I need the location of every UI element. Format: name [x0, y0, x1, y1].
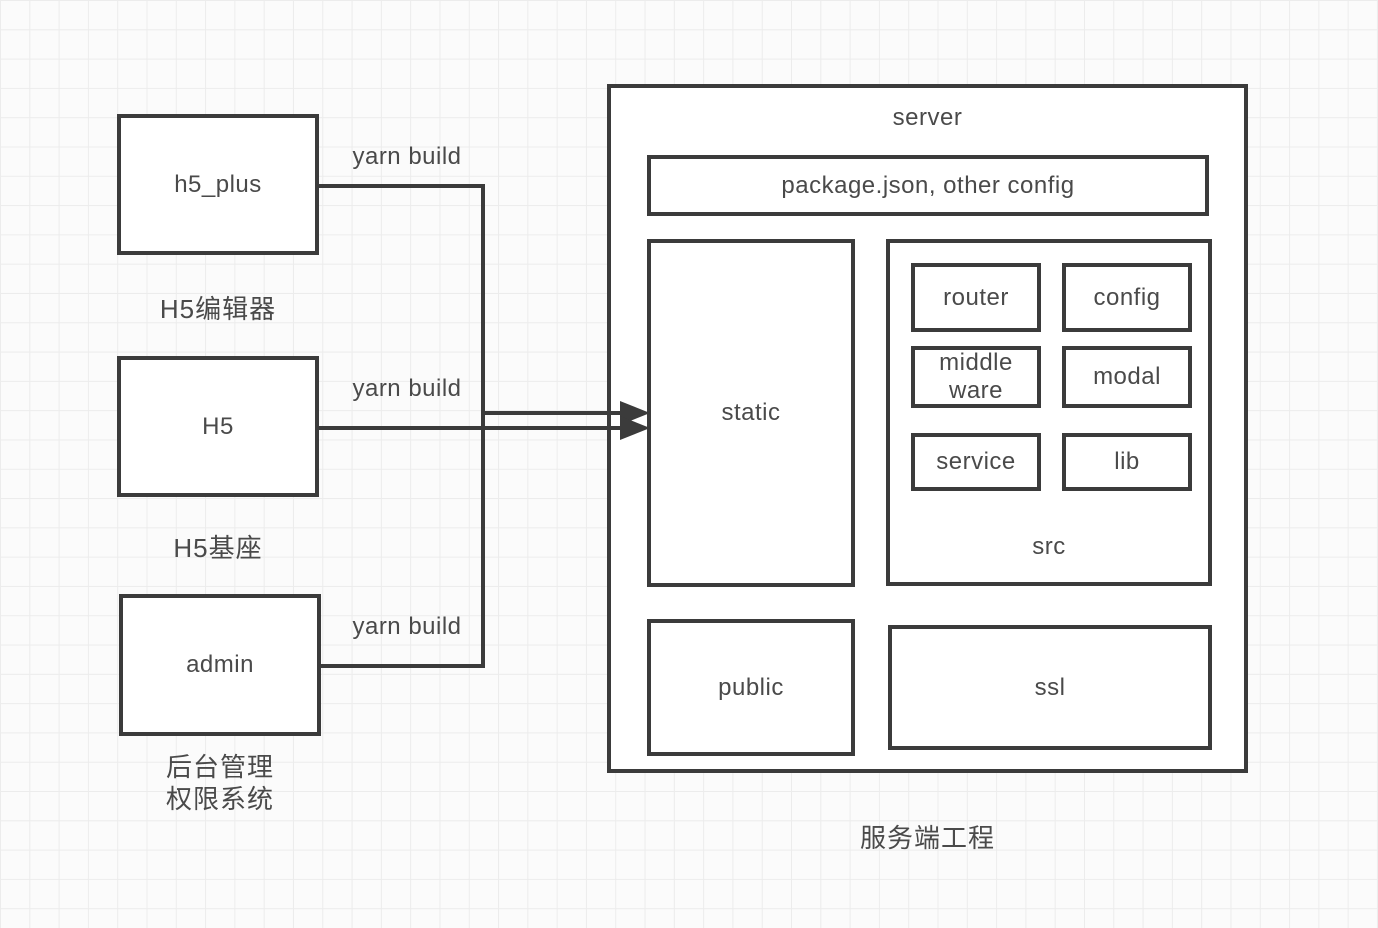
admin-box: admin [119, 594, 321, 736]
lib-box: lib [1062, 433, 1192, 491]
server-title: server [892, 104, 963, 131]
package-config-box: package.json, other config [647, 155, 1209, 216]
admin-caption-line1: 后台管理 [165, 752, 274, 782]
lib-label: lib [1114, 448, 1140, 476]
yarn-build-label-h5: yarn build [352, 375, 462, 402]
package-config-label: package.json, other config [781, 171, 1075, 199]
h5plus-label: h5_plus [174, 170, 262, 198]
h5-caption: H5基座 [173, 533, 263, 563]
server-caption: 服务端工程 [859, 823, 995, 853]
middleware-box: middle ware [911, 346, 1041, 408]
router-label: router [943, 283, 1009, 311]
static-box: static [647, 239, 855, 587]
modal-box: modal [1062, 346, 1192, 408]
static-label: static [721, 399, 781, 427]
admin-label: admin [186, 651, 254, 679]
src-label: src [1032, 533, 1066, 560]
ssl-label: ssl [1034, 673, 1066, 701]
yarn-build-label-h5plus: yarn build [352, 143, 462, 170]
service-label: service [936, 448, 1016, 476]
router-box: router [911, 263, 1041, 332]
admin-caption-line2: 权限系统 [165, 784, 274, 814]
connector-h5plus-admin-merge [317, 184, 485, 668]
config-box: config [1062, 263, 1192, 332]
public-label: public [718, 673, 784, 701]
modal-label: modal [1093, 363, 1161, 391]
middleware-label: middle ware [939, 349, 1013, 404]
admin-caption: 后台管理 权限系统 [94, 751, 346, 815]
h5-label: H5 [202, 412, 234, 440]
service-box: service [911, 433, 1041, 491]
h5plus-caption: H5编辑器 [159, 294, 277, 324]
ssl-box: ssl [888, 625, 1212, 750]
public-box: public [647, 619, 855, 756]
h5plus-box: h5_plus [117, 114, 319, 255]
config-label: config [1093, 283, 1161, 311]
yarn-build-label-admin: yarn build [352, 613, 462, 640]
h5-box: H5 [117, 356, 319, 497]
